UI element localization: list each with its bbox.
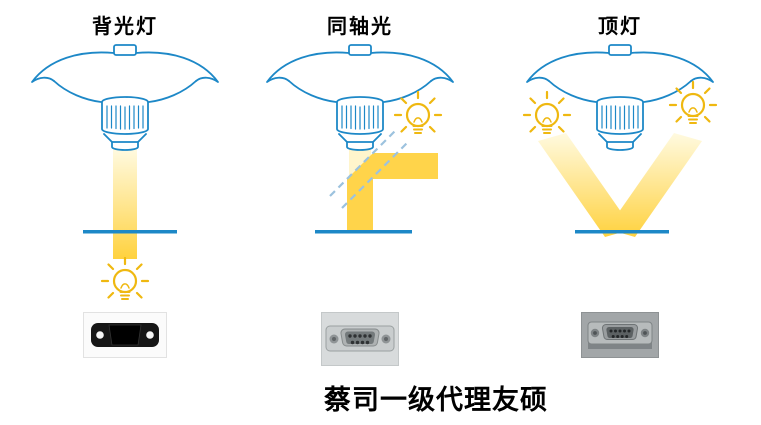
panel-coaxial: 同轴光 xyxy=(240,6,480,366)
panel-toplight: 顶灯 xyxy=(500,6,740,358)
backlight-illustration xyxy=(31,44,219,301)
stage-line xyxy=(315,230,412,234)
beam-splitter-dashes xyxy=(329,130,408,209)
coaxial-illustration xyxy=(266,44,454,234)
bottom-caption: 蔡司一级代理友硕 xyxy=(324,385,548,415)
bulb-icon xyxy=(393,90,443,135)
connector-photo-bright xyxy=(240,312,480,366)
bulb-icon-left xyxy=(522,90,572,135)
stage-line xyxy=(83,230,177,234)
stage-line xyxy=(575,230,669,234)
camera-icon xyxy=(266,44,454,151)
light-beam-right-diagonal xyxy=(607,133,702,237)
bulb-icon-right xyxy=(668,80,718,125)
panel-title: 背光灯 xyxy=(92,16,158,38)
light-beam-down xyxy=(113,149,137,259)
toplight-illustration xyxy=(522,44,718,237)
connector-photo-silhouette xyxy=(5,312,245,358)
panel-backlight: 背光灯 xyxy=(5,6,245,358)
bulb-icon xyxy=(100,256,150,301)
light-beam-bend-gold xyxy=(347,153,438,230)
panel-title: 同轴光 xyxy=(327,16,393,38)
panel-title: 顶灯 xyxy=(598,16,642,38)
camera-icon xyxy=(31,44,219,151)
light-beam-left-diagonal xyxy=(538,133,633,237)
connector-photo-shaded xyxy=(500,312,740,358)
